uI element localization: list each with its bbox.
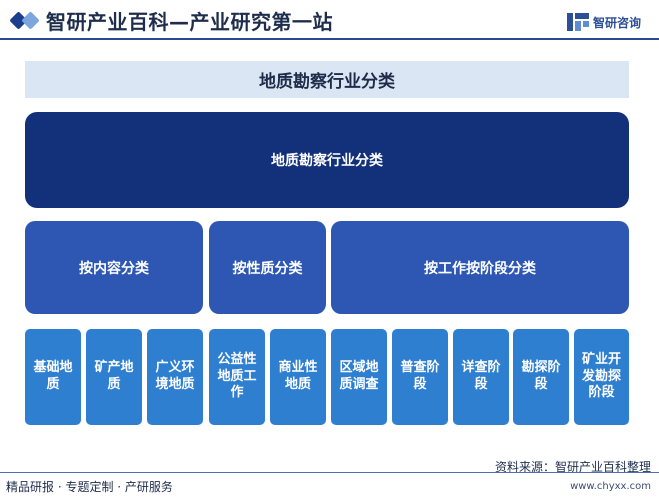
leaf-node: 矿业开发勘探阶段 xyxy=(574,329,629,425)
leaf-node: 矿产地质 xyxy=(86,329,142,425)
leaf-node: 勘探阶段 xyxy=(513,329,569,425)
category-node-stage: 按工作按阶段分类 xyxy=(331,221,629,314)
leaf-node: 普查阶段 xyxy=(392,329,448,425)
page-header: 智研产业百科—产业研究第一站 智研咨询 xyxy=(0,0,659,44)
category-node-content: 按内容分类 xyxy=(25,221,203,314)
category-label: 按性质分类 xyxy=(232,260,303,277)
footer-divider xyxy=(0,472,659,473)
leaf-label: 矿业开发勘探阶段 xyxy=(581,351,621,401)
leaf-node: 基础地质 xyxy=(25,329,81,425)
diagram-title: 地质勘察行业分类 xyxy=(259,72,395,92)
root-node: 地质勘察行业分类 xyxy=(25,112,629,208)
category-node-nature: 按性质分类 xyxy=(209,221,326,314)
page-title: 智研产业百科—产业研究第一站 xyxy=(46,10,333,34)
leaf-label: 基础地质 xyxy=(33,360,73,392)
leaf-node: 公益性地质工作 xyxy=(209,329,265,425)
diagram-title-banner: 地质勘察行业分类 xyxy=(25,61,629,98)
root-node-label: 地质勘察行业分类 xyxy=(271,153,383,169)
footer-url: www.chyxx.com xyxy=(570,481,651,492)
source-note: 资料来源：智研产业百科整理 xyxy=(494,460,651,474)
leaf-label: 勘探阶段 xyxy=(521,360,561,392)
leaf-label: 公益性地质工作 xyxy=(217,351,257,401)
category-label: 按工作按阶段分类 xyxy=(424,260,536,277)
leaf-label: 商业性地质 xyxy=(278,360,318,392)
header-divider xyxy=(0,38,659,40)
logo-text: 智研咨询 xyxy=(593,15,642,30)
leaf-node: 广义环境地质 xyxy=(147,329,203,425)
leaf-node: 详查阶段 xyxy=(453,329,509,425)
leaf-label: 矿产地质 xyxy=(94,360,134,392)
leaf-label: 详查阶段 xyxy=(461,360,501,392)
leaf-label: 区域地质调查 xyxy=(339,360,379,392)
header-diamond-icon xyxy=(9,11,40,31)
leaf-label: 广义环境地质 xyxy=(155,360,195,392)
logo-icon xyxy=(567,13,589,31)
leaf-label: 普查阶段 xyxy=(400,360,440,392)
footer-tagline: 精品研报 · 专题定制 · 产研服务 xyxy=(6,480,173,494)
category-label: 按内容分类 xyxy=(79,260,149,277)
leaf-node: 商业性地质 xyxy=(270,329,326,425)
brand-logo: 智研咨询 xyxy=(567,11,641,33)
leaf-node: 区域地质调查 xyxy=(331,329,387,425)
